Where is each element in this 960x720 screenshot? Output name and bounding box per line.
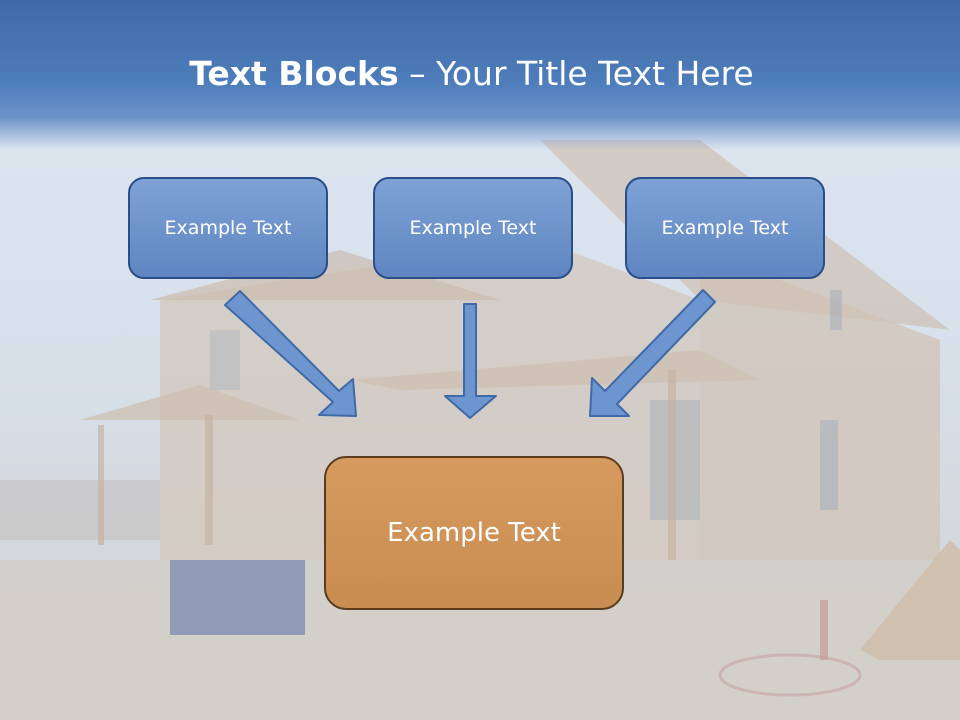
title-dash: – — [398, 54, 437, 93]
title-bold: Text Blocks — [189, 54, 399, 93]
slide-title: Text Blocks – Your Title Text Here — [0, 52, 943, 96]
text-block-left-label: Example Text — [164, 217, 292, 239]
title-normal: Your Title Text Here — [436, 54, 754, 93]
text-block-left[interactable]: Example Text — [128, 177, 328, 279]
text-block-bottom[interactable]: Example Text — [324, 456, 624, 610]
text-block-right-label: Example Text — [661, 217, 789, 239]
text-block-right[interactable]: Example Text — [625, 177, 825, 279]
text-block-center[interactable]: Example Text — [373, 177, 573, 279]
arrow-left — [224, 290, 357, 417]
arrow-center — [444, 303, 497, 419]
text-block-center-label: Example Text — [409, 217, 537, 239]
text-block-bottom-label: Example Text — [387, 518, 561, 548]
arrow-right — [589, 289, 716, 417]
title-bar — [0, 0, 960, 150]
